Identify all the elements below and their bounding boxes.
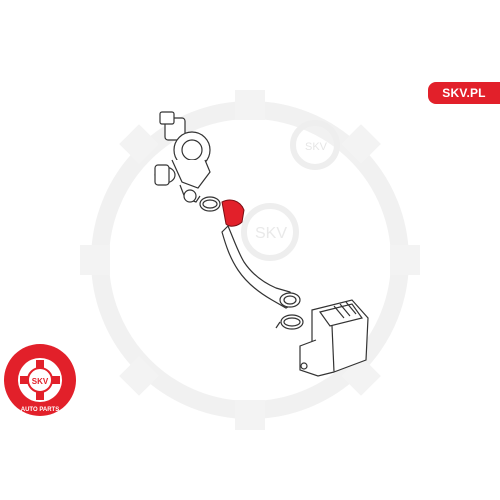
logo-ring-text: AUTO PARTS (21, 407, 59, 413)
brand-badge[interactable]: SKV.PL (428, 82, 500, 104)
charge-air-hose-highlight (221, 199, 245, 227)
skv-logo: SKV AUTO PARTS (4, 344, 76, 416)
clamp-lower-drawing (275, 314, 304, 330)
logo-center-text: SKV (32, 377, 49, 386)
intercooler-pipe-drawing (221, 224, 301, 309)
clamp-upper-drawing (199, 196, 221, 212)
turbocharger-drawing (154, 111, 211, 203)
intercooler-drawing (299, 299, 369, 377)
